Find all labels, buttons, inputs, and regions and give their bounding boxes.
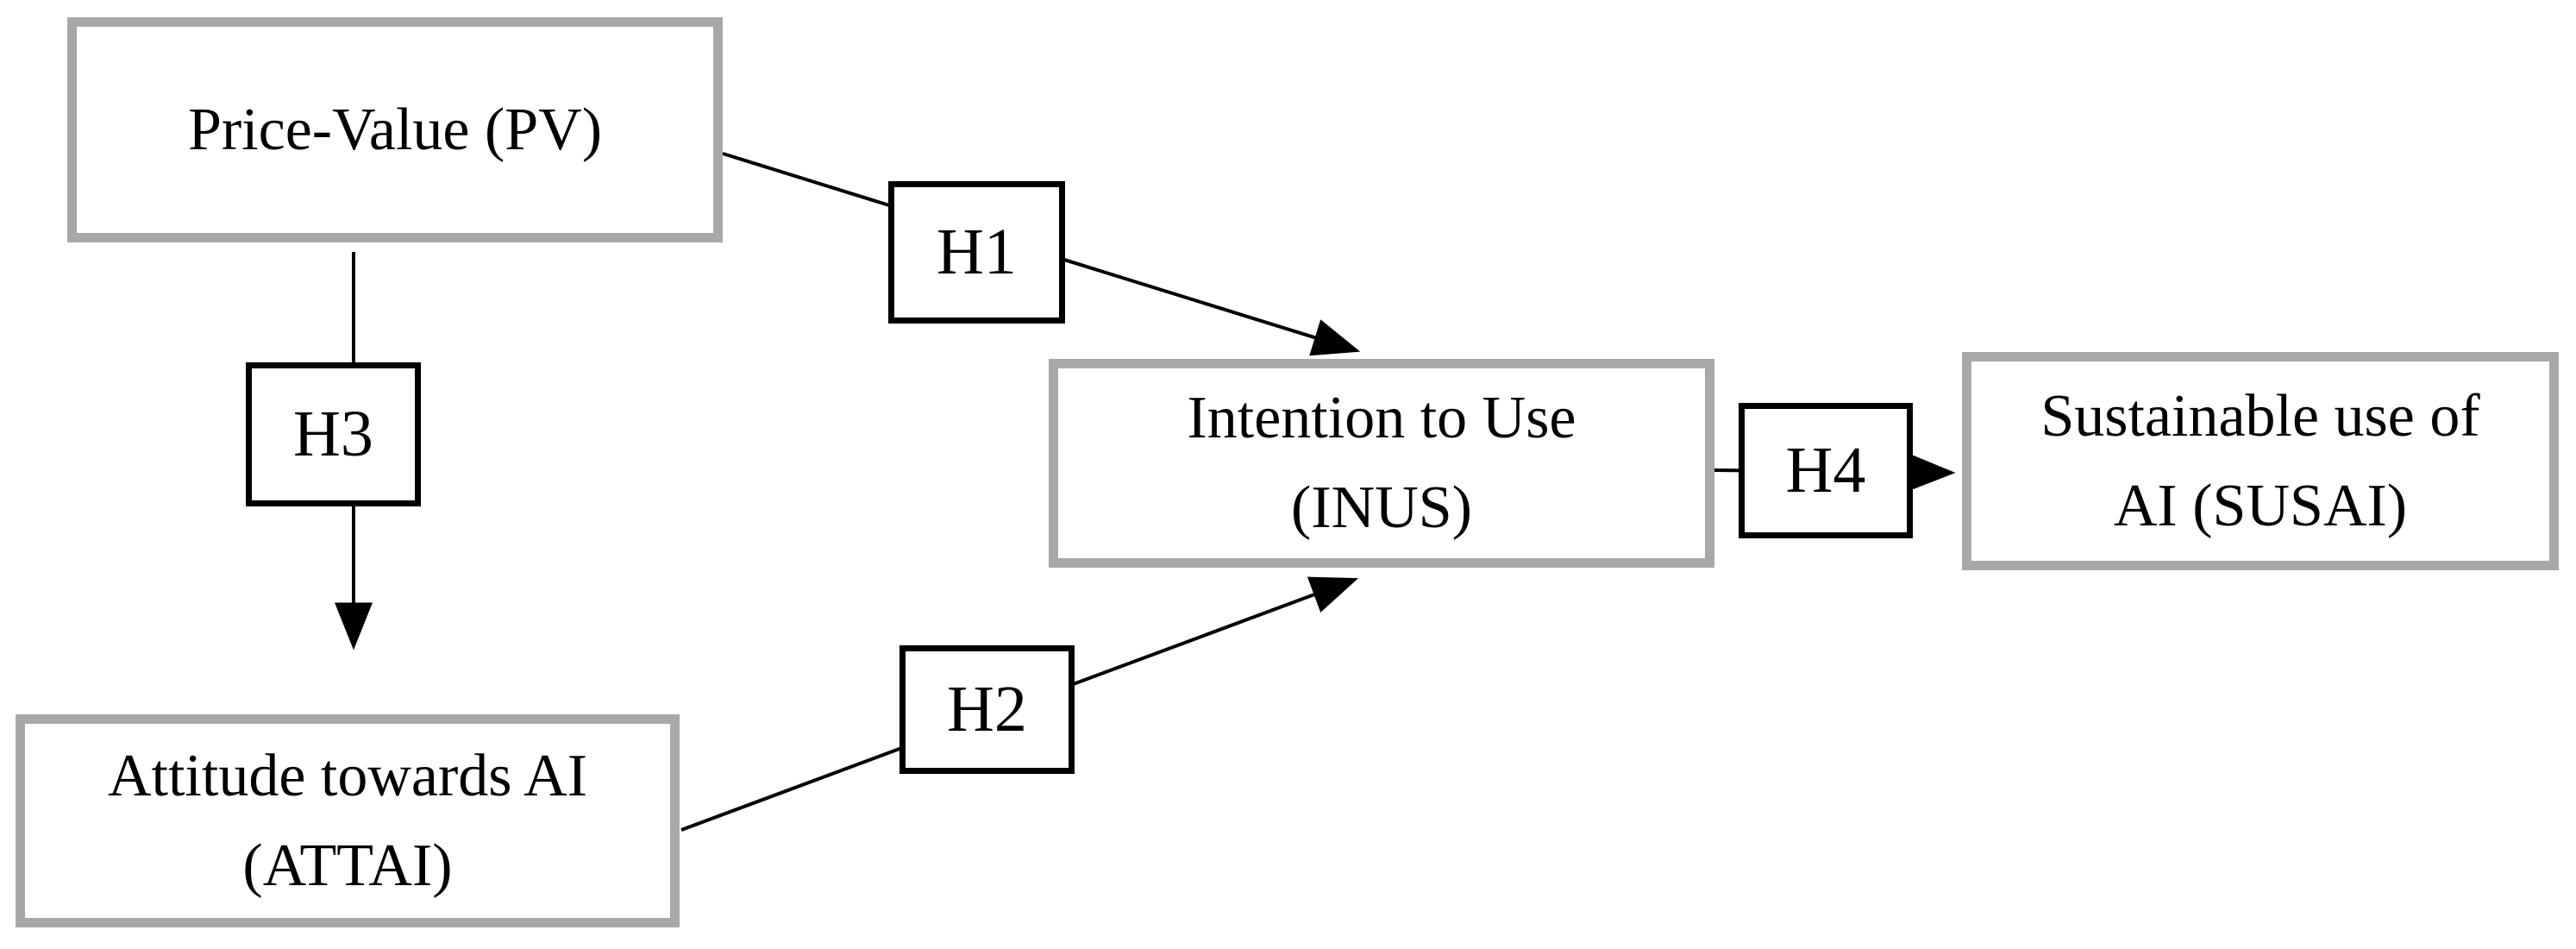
node-label-line: Attitude towards AI [107,742,588,809]
hypothesis-h4: H4 [1739,403,1913,538]
node-label-line: Sustainable use of [2040,382,2480,449]
node-intention-to-use: Intention to Use (INUS) [1049,359,1714,568]
node-label-line: Price-Value (PV) [187,96,603,163]
node-sustainable-use-of-ai: Sustainable use of AI (SUSAI) [1962,352,2559,570]
node-label-line: (INUS) [1291,474,1472,541]
hypothesis-label: H1 [937,216,1017,288]
node-label-line: (ATTAI) [242,832,453,899]
hypothesis-h3: H3 [246,362,421,506]
hypothesis-label: H4 [1785,434,1866,506]
hypothesis-h1: H1 [888,181,1065,324]
hypothesis-label: H3 [293,398,373,470]
hypothesis-label: H2 [947,673,1027,745]
node-label-line: Intention to Use [1187,385,1576,451]
hypothesis-h2: H2 [899,645,1075,774]
node-attitude-towards-ai: Attitude towards AI (ATTAI) [16,714,680,927]
node-label-line: AI (SUSAI) [2113,472,2408,539]
node-price-value: Price-Value (PV) [67,17,723,242]
